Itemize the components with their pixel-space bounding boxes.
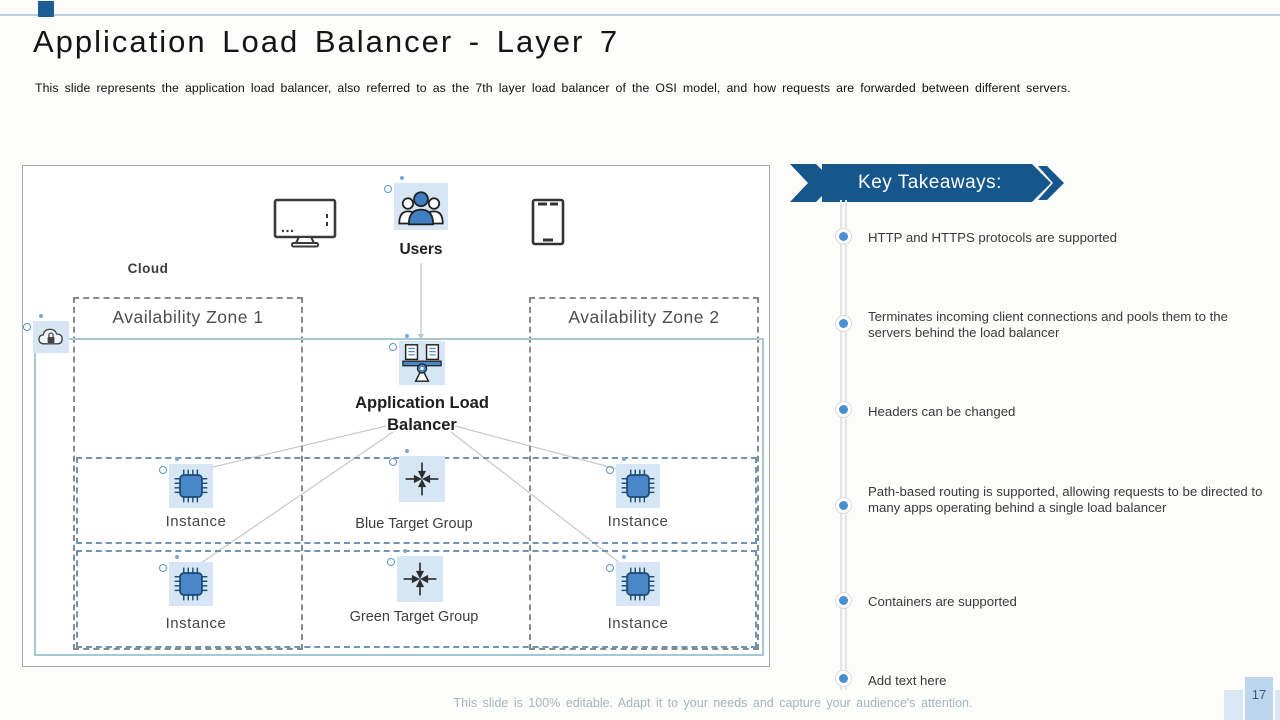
blue-target-group-label: Blue Target Group — [355, 516, 473, 532]
header-divider-line — [0, 14, 1280, 16]
target-row-2-box — [76, 550, 757, 648]
converge-arrows-icon — [387, 549, 443, 602]
slide-subtitle: This slide represents the application lo… — [35, 81, 1071, 95]
instance-label: Instance — [607, 615, 669, 632]
instance-label: Instance — [165, 513, 227, 530]
architecture-diagram: Users Cloud Availability Zone 1 Availabi… — [22, 165, 770, 667]
alb-label: Application Load Balancer — [355, 394, 489, 435]
tablet-icon — [531, 198, 565, 246]
users-icon — [384, 176, 448, 230]
takeaway-item: Add text here — [868, 673, 947, 688]
availability-zone-1-label: Availability Zone 1 — [112, 307, 264, 327]
chip-icon — [159, 457, 213, 508]
page-number-decoration — [1224, 690, 1243, 720]
instance-label: Instance — [165, 615, 227, 632]
takeaway-item: Headers can be changed — [868, 404, 1016, 419]
page-title: Application Load Balancer - Layer 7 — [33, 24, 620, 59]
users-label: Users — [399, 241, 443, 258]
cloud-region-box — [34, 338, 764, 656]
takeaway-item: Path-based routing is supported, allowin… — [868, 484, 1263, 515]
instance-label: Instance — [607, 513, 669, 530]
green-target-group-label: Green Target Group — [349, 609, 479, 625]
cloud-lock-icon — [23, 314, 69, 353]
availability-zone-2-box: Availability Zone 2 — [529, 297, 759, 650]
chip-icon — [159, 555, 213, 606]
converge-arrows-icon — [389, 449, 445, 502]
accent-square — [38, 1, 54, 17]
takeaway-item: HTTP and HTTPS protocols are supported — [868, 230, 1117, 245]
bullet-marker — [835, 497, 852, 514]
bullet-marker — [835, 315, 852, 332]
key-takeaways-banner — [790, 164, 1064, 202]
key-takeaways-heading: Key Takeaways: — [858, 172, 1002, 193]
availability-zone-2-label: Availability Zone 2 — [568, 307, 720, 327]
takeaways-timeline — [840, 200, 847, 690]
bullet-marker — [835, 401, 852, 418]
footer-note: This slide is 100% editable. Adapt it to… — [453, 696, 973, 710]
availability-zone-1-box: Availability Zone 1 — [73, 297, 303, 650]
page-number-decoration — [1275, 690, 1280, 720]
bullet-marker — [835, 228, 852, 245]
page-number: 17 — [1245, 677, 1273, 720]
takeaway-item: Containers are supported — [868, 594, 1017, 609]
chip-icon — [606, 555, 660, 606]
cloud-label: Cloud — [127, 261, 169, 276]
bullet-marker — [835, 592, 852, 609]
monitor-icon — [273, 198, 337, 248]
chip-icon — [606, 457, 660, 508]
load-balancer-icon — [389, 334, 445, 385]
bullet-marker — [835, 670, 852, 687]
takeaway-item: Terminates incoming client connections a… — [868, 309, 1228, 340]
